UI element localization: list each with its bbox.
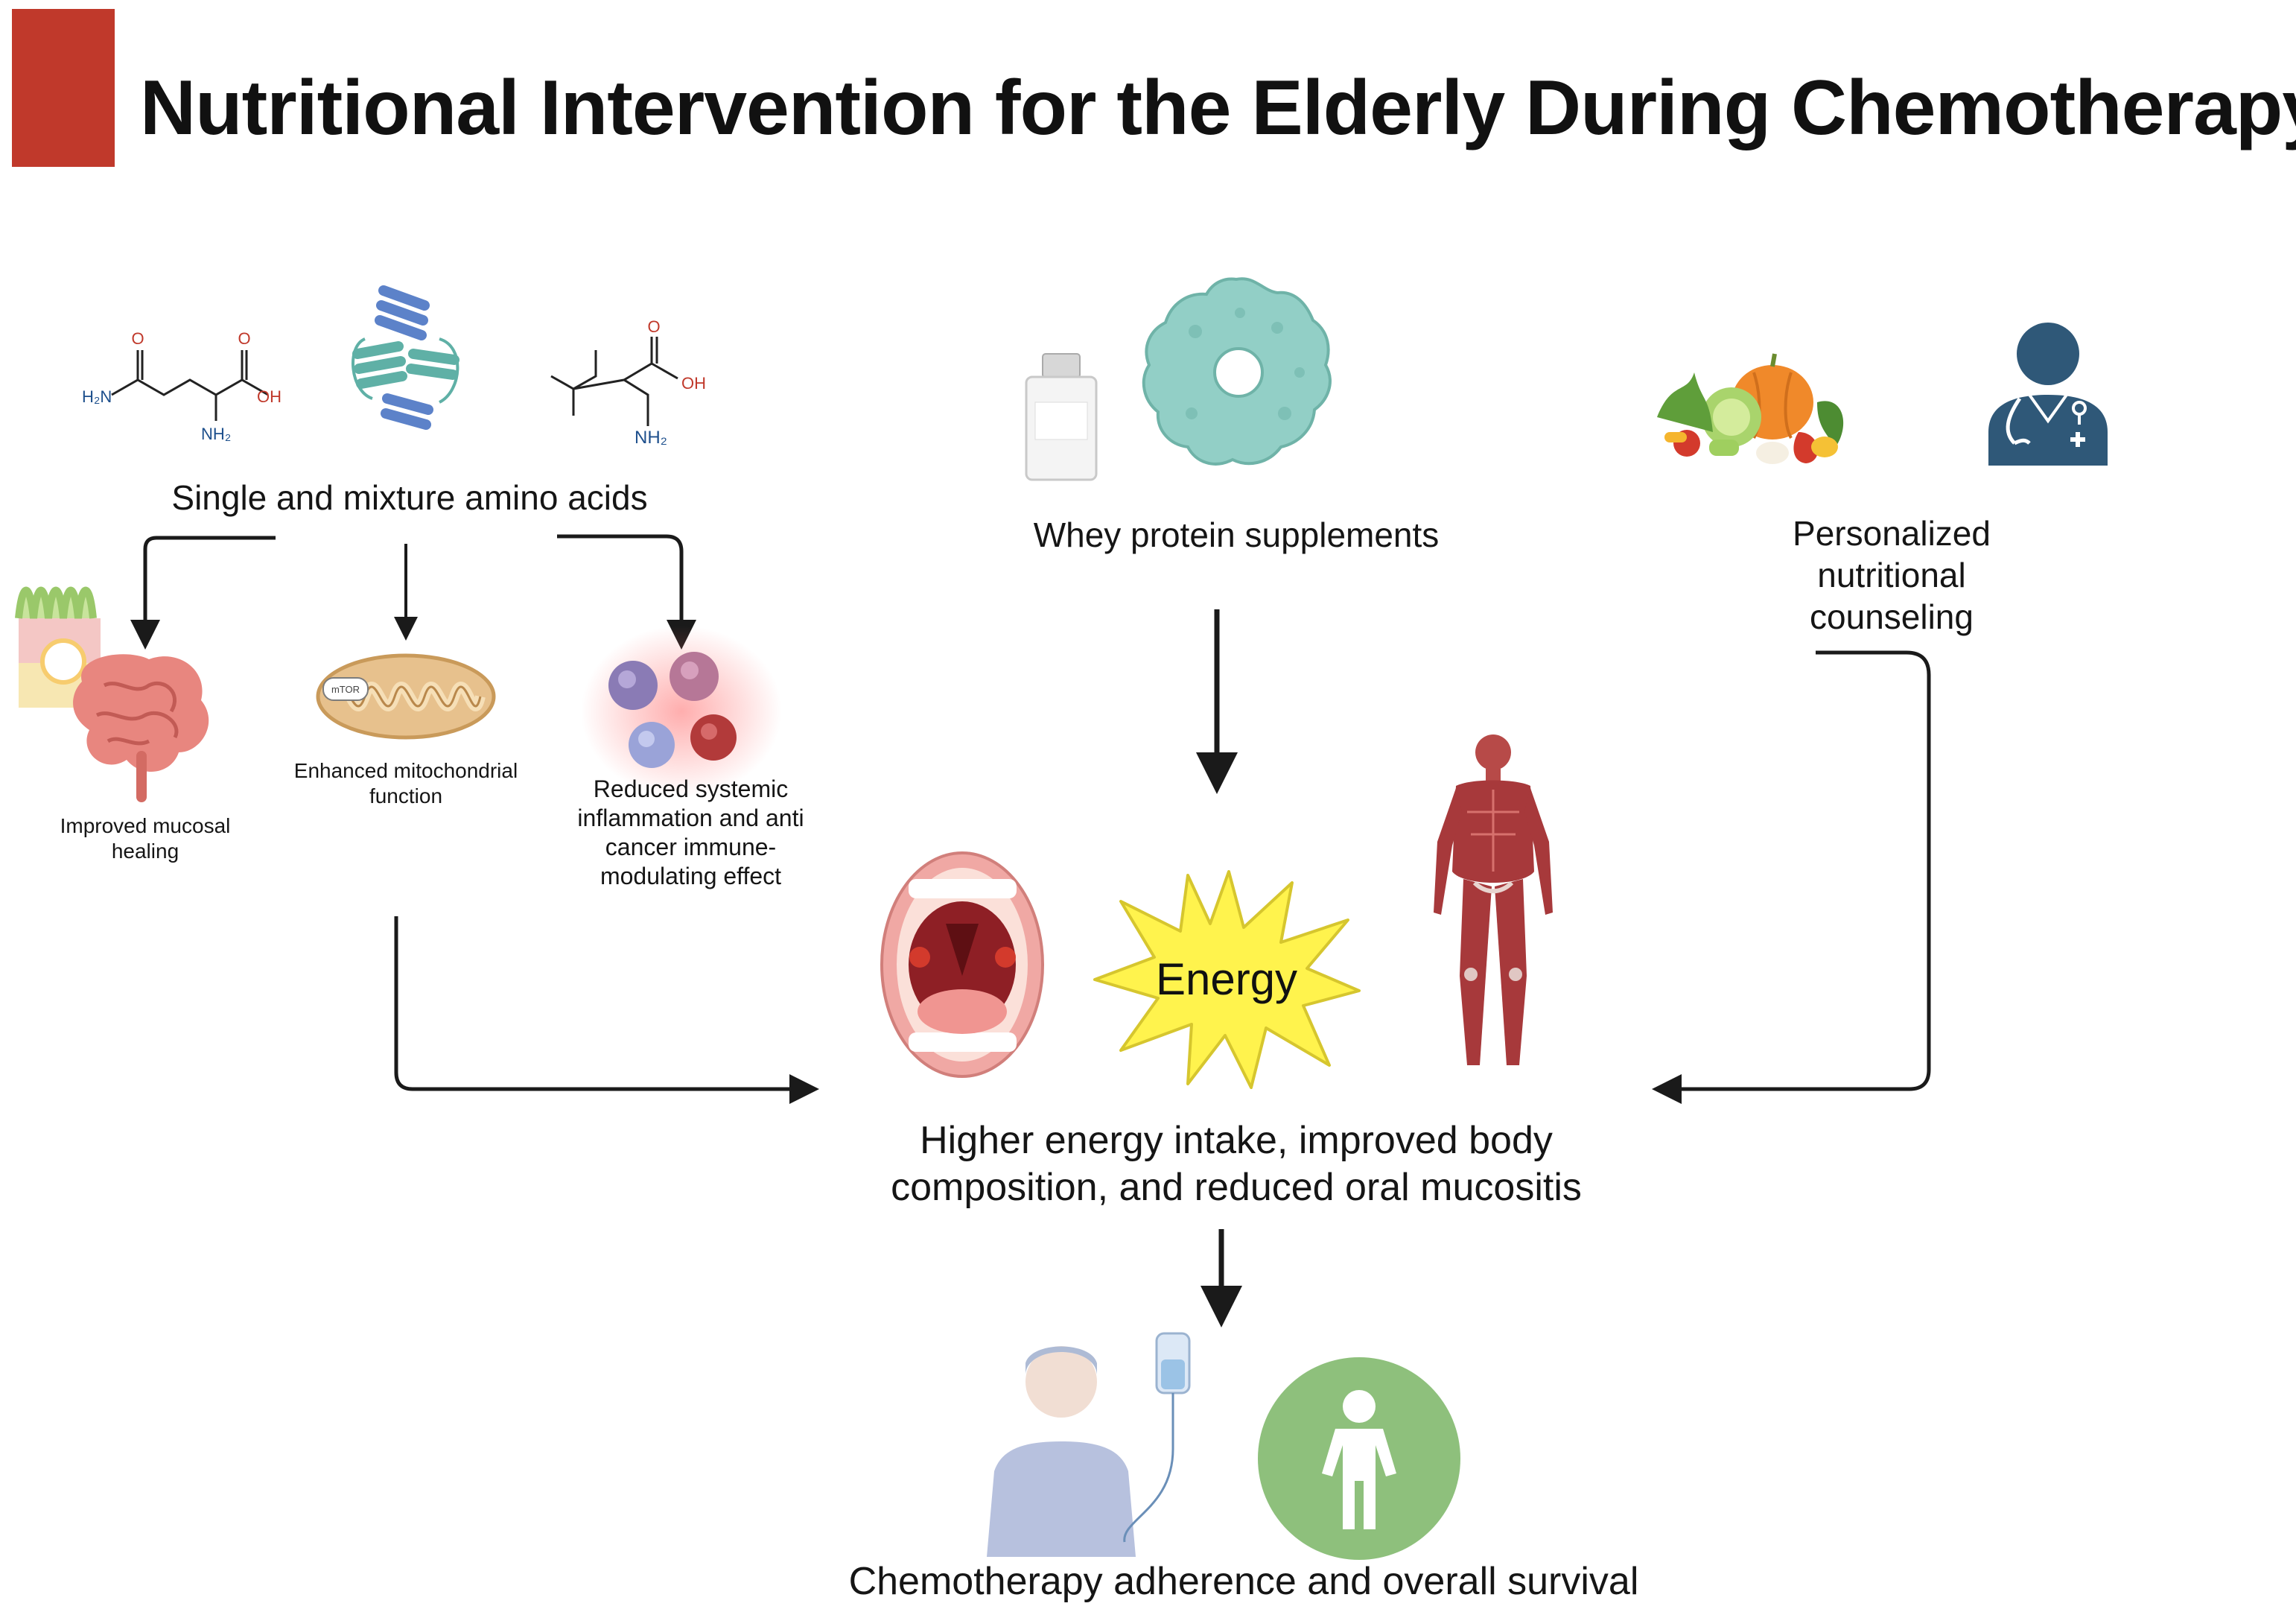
whey-label: Whey protein supplements bbox=[1033, 515, 1440, 554]
vegetables-icon bbox=[1657, 353, 1844, 464]
whey-protein-icon bbox=[1142, 277, 1332, 466]
title-accent-bar bbox=[12, 9, 115, 167]
mol-left-h2n: H₂N bbox=[82, 387, 112, 406]
outcome-label: Higher energy intake, improved body comp… bbox=[891, 1119, 1582, 1210]
counseling-label: Personalized nutritional counseling bbox=[1793, 514, 1991, 637]
energy-label: Energy bbox=[1156, 954, 1297, 1004]
arrow-to-intestine bbox=[130, 536, 276, 650]
effect-immune-label: Reduced systemic inflammation and anti c… bbox=[577, 775, 804, 890]
arrow-counseling-to-outcome bbox=[1652, 650, 1931, 1104]
mtor-tag: mTOR bbox=[331, 684, 360, 695]
effect-mitochondria-label: Enhanced mitochondrial function bbox=[293, 759, 518, 808]
leucine-molecule-icon: O OH NH₂ bbox=[550, 320, 706, 448]
immune-cells-icon bbox=[581, 626, 782, 797]
mol-right-oh: OH bbox=[681, 374, 706, 393]
mol-right-nh2: NH₂ bbox=[635, 428, 667, 448]
mol-right-o: O bbox=[647, 320, 660, 336]
doctor-icon bbox=[1988, 323, 2108, 466]
effect-mucosal-label: Improved mucosal healing bbox=[60, 814, 231, 863]
mol-left-o1: O bbox=[131, 329, 144, 348]
mol-left-oh: OH bbox=[257, 387, 282, 406]
patient-iv-icon bbox=[987, 1332, 1191, 1557]
arrow-amino-to-outcome bbox=[394, 916, 819, 1104]
final-label: Chemotherapy adherence and overall survi… bbox=[848, 1560, 1639, 1603]
open-mouth-icon bbox=[880, 851, 1044, 1078]
person-circle-icon bbox=[1258, 1357, 1460, 1560]
arrow-to-immune-cells bbox=[557, 534, 696, 650]
intestine-icon bbox=[15, 586, 209, 802]
amino-acids-label: Single and mixture amino acids bbox=[171, 478, 648, 517]
mol-left-o2: O bbox=[238, 329, 250, 348]
protein-structure-icon bbox=[352, 285, 459, 430]
page-title: Nutritional Intervention for the Elderly… bbox=[140, 65, 2296, 151]
bottle-icon bbox=[1025, 353, 1098, 481]
glutamine-molecule-icon: O O H₂N OH NH₂ bbox=[82, 329, 282, 443]
energy-star-icon: Energy bbox=[1093, 870, 1361, 1089]
mol-left-nh2: NH₂ bbox=[201, 425, 231, 443]
muscle-body-icon bbox=[1434, 734, 1553, 1065]
mitochondria-icon: mTOR bbox=[316, 653, 496, 740]
